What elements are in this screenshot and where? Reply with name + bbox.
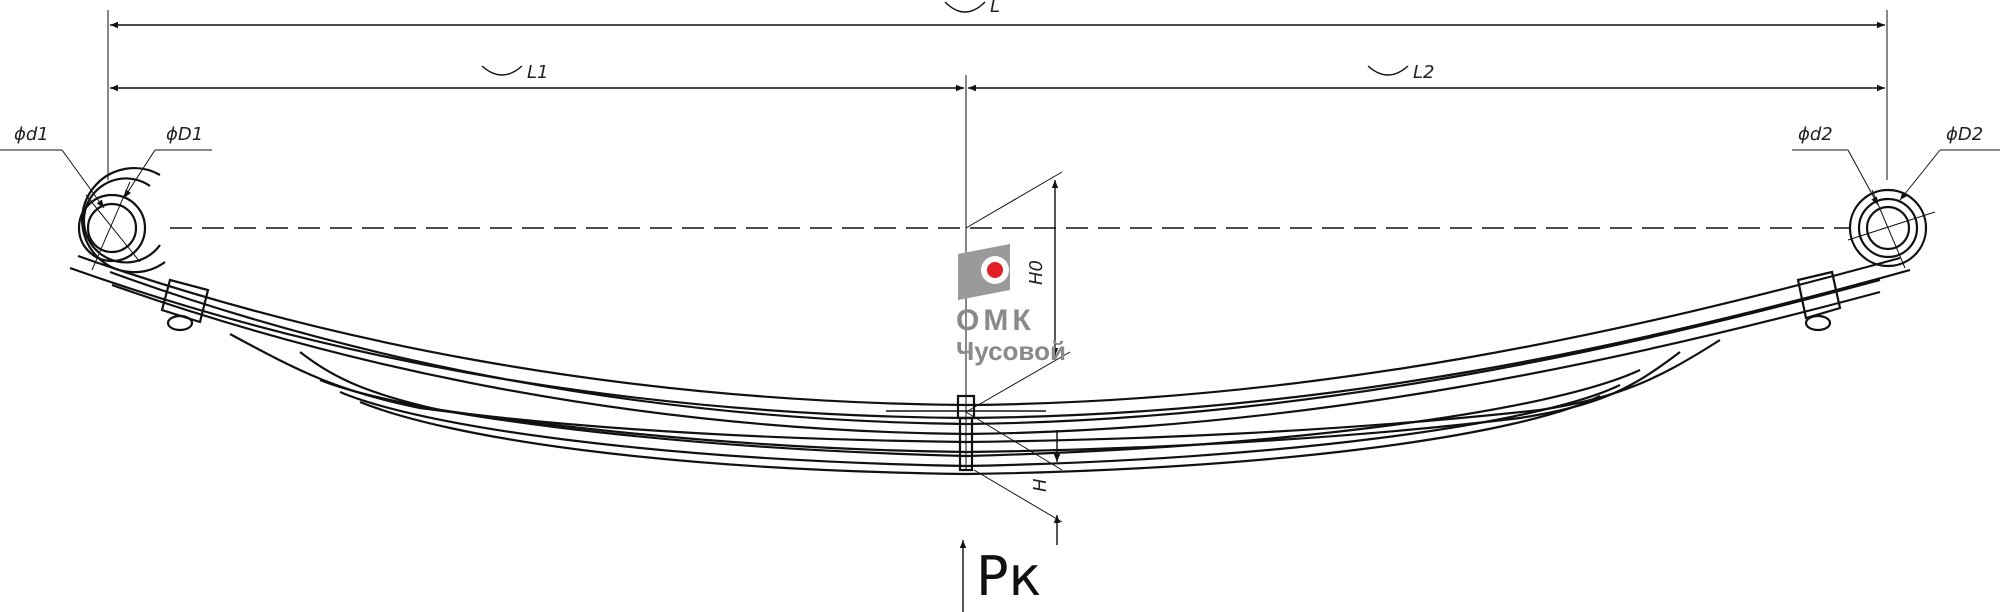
left-clip bbox=[160, 278, 210, 332]
dimension-label-big-d2: ϕD2 bbox=[1946, 124, 1983, 145]
right-clip bbox=[1796, 270, 1842, 332]
logo-dot bbox=[987, 262, 1003, 278]
load-label: Pк bbox=[976, 545, 1041, 608]
dimension-label-d1: ϕd1 bbox=[14, 124, 49, 145]
dimension-label-h0: H0 bbox=[1026, 260, 1047, 285]
omk-logo: ОМК Чусовой bbox=[956, 244, 1066, 366]
dimension-label-h: H bbox=[1030, 478, 1051, 492]
dimension-label-l2: L2 bbox=[1413, 62, 1434, 83]
left-eye: ϕd1 ϕD1 bbox=[0, 124, 212, 274]
dimension-label-big-d1: ϕD1 bbox=[166, 124, 203, 145]
dimension-camber: H0 bbox=[965, 171, 1071, 413]
logo-subtitle: Чусовой bbox=[956, 336, 1066, 366]
dimension-label-l1: L1 bbox=[527, 62, 548, 83]
dimension-partial-lengths: L1 L2 bbox=[110, 62, 1885, 470]
dimension-height: H bbox=[965, 411, 1063, 545]
dimension-label-l: L bbox=[990, 0, 1000, 17]
dimension-total-length: L bbox=[107, 0, 1888, 180]
dimension-label-d2: ϕd2 bbox=[1798, 124, 1833, 145]
logo-title: ОМК bbox=[956, 304, 1035, 337]
load-arrow: Pк bbox=[959, 540, 1041, 612]
right-eye: ϕd2 ϕD2 bbox=[1792, 124, 2000, 269]
